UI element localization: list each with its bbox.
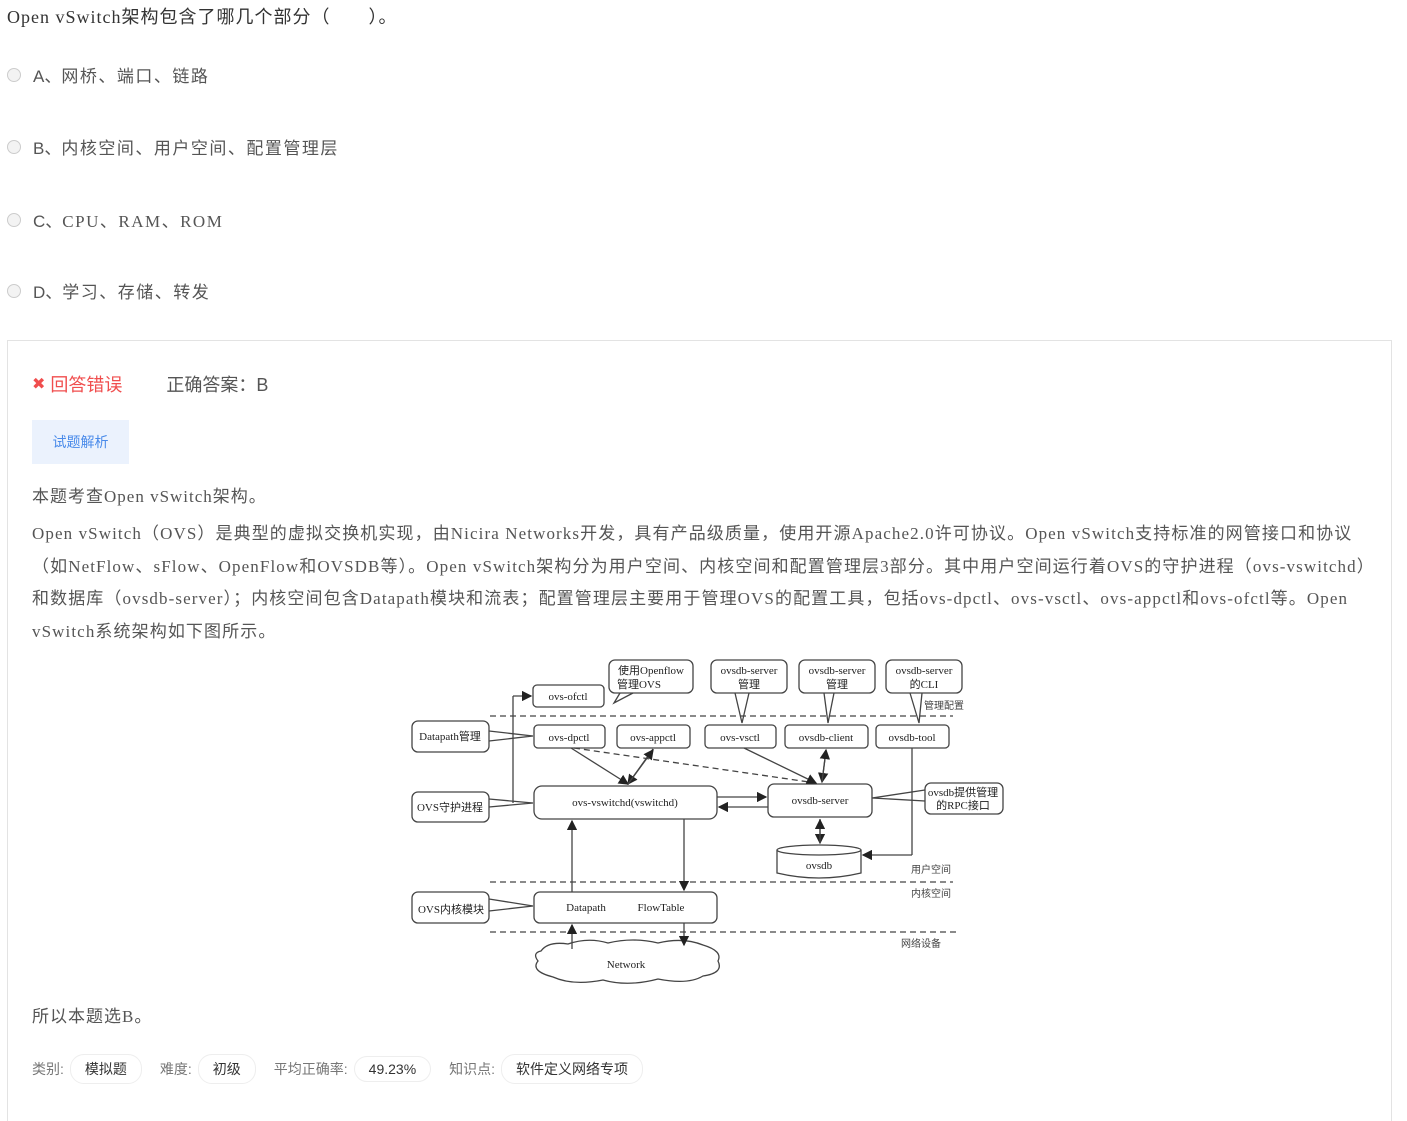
question-text: Open vSwitch架构包含了哪几个部分（ ）。 — [7, 7, 398, 27]
option-b[interactable]: B、 内核空间、用户空间、配置管理层 — [7, 134, 339, 159]
accuracy-label: 平均正确率: — [273, 1061, 348, 1077]
svg-text:的RPC接口: 的RPC接口 — [936, 798, 990, 812]
option-text: 内核空间、用户空间、配置管理层 — [61, 139, 339, 158]
svg-text:Datapath管理: Datapath管理 — [419, 729, 481, 743]
svg-text:管理: 管理 — [738, 677, 760, 691]
option-c[interactable]: C、 CPU、RAM、ROM — [7, 207, 223, 232]
accuracy-chip: 49.23% — [353, 1056, 432, 1082]
correct-answer: 正确答案：B — [166, 375, 269, 395]
svg-text:管理OVS: 管理OVS — [617, 677, 661, 691]
radio-b[interactable] — [7, 139, 21, 154]
svg-text:OVS守护进程: OVS守护进程 — [417, 800, 483, 814]
question-meta: 类别: 模拟题 难度: 初级 平均正确率: 49.23% 知识点: 软件定义网络… — [32, 1054, 661, 1084]
ovs-architecture-diagram: ovs-ofctl ovs-dpctl ovs-appctl ovs-vsctl… — [411, 659, 1004, 984]
svg-text:ovsdb-server: ovsdb-server — [896, 665, 953, 677]
knowledge-label: 知识点: — [449, 1061, 496, 1077]
category-chip: 模拟题 — [69, 1054, 142, 1084]
node-vswitchd: ovs-vswitchd(vswitchd) — [572, 797, 678, 809]
radio-a[interactable] — [7, 67, 21, 82]
option-letter: B、 — [33, 139, 62, 158]
option-a[interactable]: A、 网桥、端口、链路 — [7, 62, 209, 87]
option-letter: A、 — [33, 67, 62, 86]
result-status: ✖ 回答错误 — [32, 371, 122, 397]
result-row: ✖ 回答错误 正确答案：B — [32, 371, 268, 397]
radio-c[interactable] — [7, 212, 21, 227]
option-text: 网桥、端口、链路 — [61, 67, 210, 86]
analysis-panel: ✖ 回答错误 正确答案：B 试题解析 本题考查Open vSwitch架构。 O… — [7, 340, 1392, 1121]
analysis-intro: 本题考查Open vSwitch架构。 — [32, 487, 267, 506]
option-d[interactable]: D、 学习、存储、转发 — [7, 278, 210, 303]
svg-text:管理配置: 管理配置 — [924, 699, 964, 712]
node-flowtable: FlowTable — [638, 902, 685, 914]
close-icon: ✖ — [32, 376, 46, 393]
node-appctl: ovs-appctl — [630, 732, 676, 744]
option-text: 学习、存储、转发 — [62, 283, 211, 302]
node-network: Network — [607, 959, 646, 971]
result-status-text: 回答错误 — [50, 375, 123, 395]
svg-text:的CLI: 的CLI — [910, 677, 939, 691]
option-text: CPU、RAM、ROM — [62, 212, 224, 231]
svg-text:网络设备: 网络设备 — [901, 937, 941, 950]
difficulty-label: 难度: — [159, 1061, 192, 1077]
node-vsctl: ovs-vsctl — [720, 732, 760, 744]
node-datapath: Datapath — [566, 902, 606, 914]
analysis-conclusion: 所以本题选B。 — [32, 1007, 153, 1026]
analysis-tab[interactable]: 试题解析 — [32, 420, 129, 464]
difficulty-chip: 初级 — [197, 1054, 256, 1084]
svg-text:内核空间: 内核空间 — [911, 887, 951, 900]
node-tool: ovsdb-tool — [888, 732, 935, 744]
category-label: 类别: — [32, 1061, 64, 1077]
svg-text:管理: 管理 — [826, 677, 848, 691]
option-letter: C、 — [33, 212, 63, 231]
node-client: ovsdb-client — [799, 732, 853, 744]
node-server: ovsdb-server — [792, 795, 849, 807]
node-ofctl: ovs-ofctl — [548, 691, 587, 703]
knowledge-chip[interactable]: 软件定义网络专项 — [501, 1054, 644, 1084]
svg-text:ovsdb-server: ovsdb-server — [809, 665, 866, 677]
node-dpctl: ovs-dpctl — [549, 732, 590, 744]
svg-text:用户空间: 用户空间 — [911, 863, 951, 876]
svg-text:使用Openflow: 使用Openflow — [618, 664, 684, 677]
node-db: ovsdb — [806, 860, 833, 872]
svg-text:OVS内核模块: OVS内核模块 — [418, 902, 484, 916]
svg-text:ovsdb-server: ovsdb-server — [721, 665, 778, 677]
radio-d[interactable] — [7, 283, 21, 298]
analysis-body: Open vSwitch（OVS）是典型的虚拟交换机实现，由Nicira Net… — [32, 524, 1367, 641]
svg-text:ovsdb提供管理: ovsdb提供管理 — [928, 785, 998, 799]
option-letter: D、 — [33, 283, 63, 302]
